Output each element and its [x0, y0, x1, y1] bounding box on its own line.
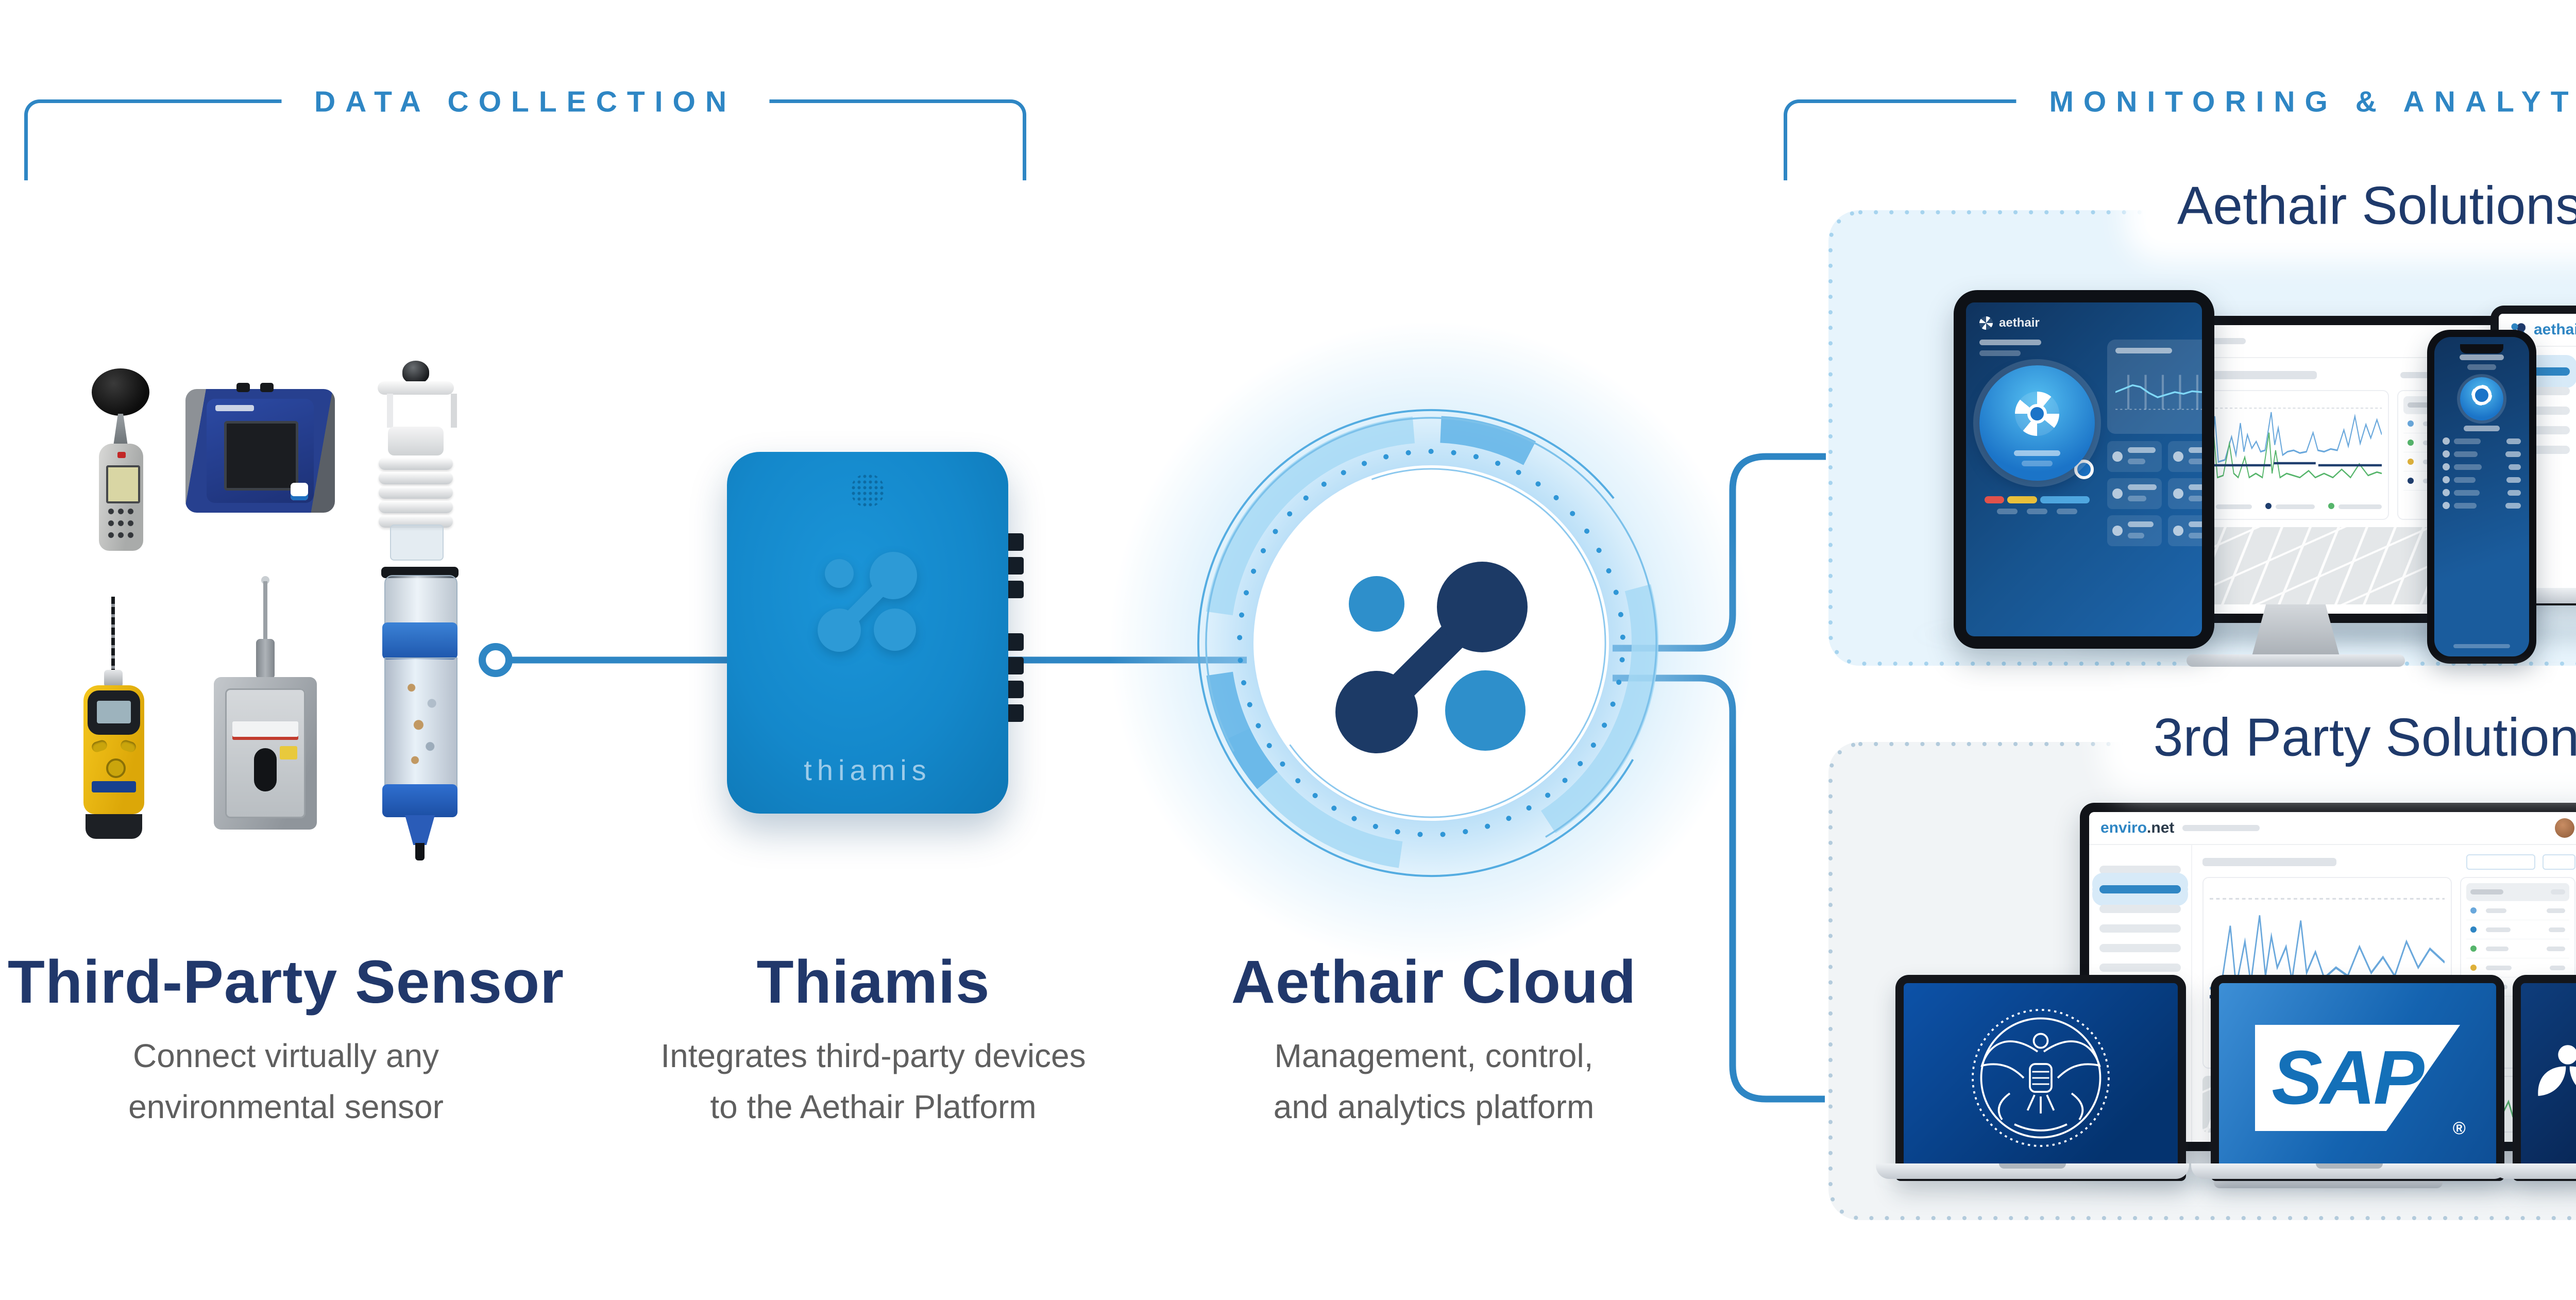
monitoring-analytics-bracket: MONITORING & ANALYTICS [1784, 85, 2576, 180]
third-party-solutions-panel: 3rd Party Solutions enviro.net [1828, 704, 2576, 1220]
aethair-solutions-title: Aethair Solutions [2146, 172, 2576, 240]
cloud-caption-subtitle: Management, control,and analytics platfo… [1273, 1037, 1595, 1126]
water-quality-sonde-icon [381, 567, 459, 864]
smartphone-dashboard-device [2427, 330, 2536, 664]
aethair-solutions-panel: Aethair Solutions aethair [1828, 172, 2576, 667]
enviro-net-brand: enviro.net [2100, 819, 2175, 836]
metric-tiles [2107, 441, 2202, 546]
phone-gauge-icon [2460, 377, 2503, 420]
thiamis-wordmark: thiamis [804, 754, 931, 786]
data-collection-header: DATA COLLECTION [281, 85, 770, 119]
handheld-gas-detector-icon [77, 597, 152, 841]
sap-registered-mark: ® [2452, 1118, 2466, 1138]
cloud-logo-blobs [1335, 562, 1528, 753]
third-party-solutions-title: 3rd Party Solutions [2122, 704, 2576, 772]
weather-station-icon [374, 361, 459, 562]
avatar [2555, 818, 2574, 838]
monitoring-analytics-header: MONITORING & ANALYTICS [2016, 85, 2576, 119]
sap-laptop: SAP ® [1828, 742, 2576, 1220]
sensor-node-ring [479, 643, 513, 677]
air-quality-gauge [1979, 365, 2095, 481]
us-great-seal-icon [1972, 1009, 2110, 1147]
us-government-laptop [1828, 742, 2576, 1220]
dust-monitor-icon [185, 383, 335, 513]
aethair-logo-embossed-icon [818, 551, 917, 652]
cloud-caption: Aethair Cloud Management, control,and an… [1148, 947, 1720, 1133]
sensor-caption-title: Third-Party Sensor [7, 948, 565, 1016]
data-collection-bracket: DATA COLLECTION [24, 85, 1026, 180]
cloud-caption-title: Aethair Cloud [1231, 948, 1637, 1016]
tablet-chart-card [2107, 340, 2202, 434]
aethair-cloud-logo [1197, 409, 1665, 877]
aqi-scale-bar [1985, 496, 2090, 503]
connector-pins [1008, 527, 1024, 728]
epa-laptop: EPA [1828, 742, 2576, 1220]
tablet-dashboard-device: aethair [1954, 290, 2214, 649]
sound-level-meter-icon [88, 368, 155, 554]
speaker-grille-icon [851, 474, 885, 508]
pinwheel-logo-icon [1979, 316, 1993, 330]
thiamis-caption-title: Thiamis [756, 948, 990, 1016]
sensor-caption: Third-Party Sensor Connect virtually any… [0, 947, 572, 1133]
metric-list [2460, 877, 2575, 1069]
thiamis-device: thiamis [727, 452, 1024, 814]
duct-mount-sensor-icon [214, 576, 322, 830]
phone-metric-rows [2443, 437, 2521, 509]
epa-flower-icon [2537, 1045, 2576, 1096]
